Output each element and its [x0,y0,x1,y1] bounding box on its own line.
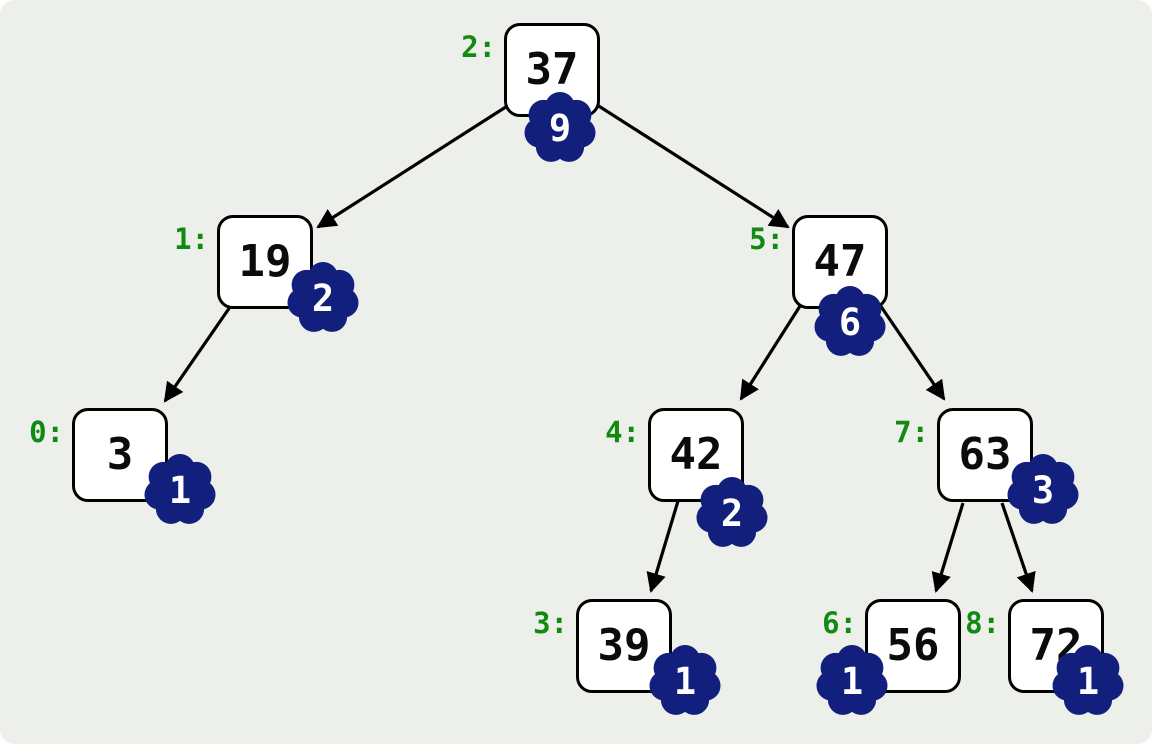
node-box: 47 [792,215,888,309]
node-index-label: 0: [29,415,64,449]
node-value: 42 [669,429,723,480]
edge-63-56 [931,502,965,593]
badge-count: 3 [1031,468,1055,512]
node-value: 47 [813,236,867,287]
node-value: 3 [106,429,134,480]
node-index-label: 5: [749,222,784,256]
node-value: 63 [958,429,1012,480]
tree-node-63: 7: 63 3 [894,408,1079,524]
subtree-count-badge: 2 [287,262,359,334]
tree-node-3: 0: 3 1 [29,408,216,524]
badge-count: 1 [840,659,864,703]
edge-63-72 [1000,502,1036,593]
badge-count: 1 [1076,659,1100,703]
edge-19-3 [163,306,232,403]
tree-node-39: 3: 39 1 [533,599,721,715]
node-index-label: 1: [174,222,209,256]
badge-count: 6 [838,300,862,344]
tree-node-56: 6: 56 1 [816,599,961,715]
edge-37-47 [593,101,790,229]
node-index-label: 8: [965,606,1000,640]
badge-count: 2 [720,491,744,535]
badge-count: 9 [548,106,572,150]
subtree-count-badge: 6 [814,286,886,358]
node-index-label: 7: [894,415,929,449]
node-index-label: 6: [822,606,857,640]
tree-node-47: 5: 47 6 [749,215,888,356]
badge-count: 1 [168,468,192,512]
edge-37-19 [316,101,513,229]
tree-node-19: 1: 19 2 [174,215,359,332]
subtree-count-badge: 9 [524,92,596,164]
node-index-label: 3: [533,606,568,640]
tree-node-42: 4: 42 2 [605,408,768,547]
subtree-count-badge: 3 [1007,454,1079,526]
subtree-count-badge: 1 [649,645,721,717]
subtree-count-badge: 2 [696,477,768,549]
subtree-count-badge: 1 [144,454,216,526]
edge-47-63 [878,304,946,401]
subtree-count-badge: 1 [1052,645,1124,717]
badge-count: 1 [673,659,697,703]
node-value: 19 [238,236,292,287]
tree-node-37: 2: 37 9 [461,23,600,162]
node-index-label: 2: [461,30,496,64]
tree-node-72: 8: 72 1 [965,599,1124,715]
badge-count: 2 [311,276,335,320]
edge-42-39 [646,500,680,593]
node-box: 3 [72,408,168,502]
subtree-count-badge: 1 [816,645,888,717]
node-index-label: 4: [605,415,640,449]
node-value: 39 [597,620,651,671]
node-value: 37 [525,44,579,95]
edge-47-42 [739,305,802,401]
node-value: 56 [886,620,940,671]
